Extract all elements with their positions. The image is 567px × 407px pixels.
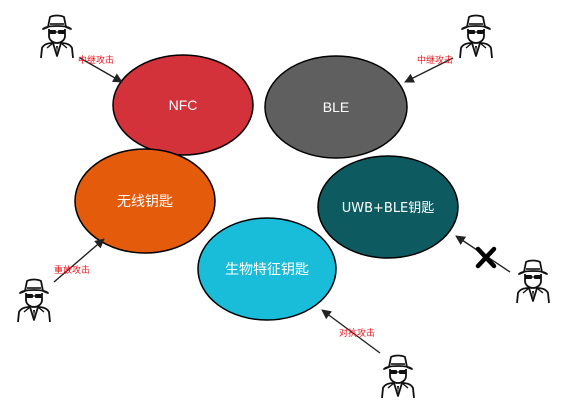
node-biometric-key-label: 生物特征钥匙: [225, 262, 309, 278]
attacker-nfc-icon: [40, 14, 74, 59]
node-uwb-ble-key: UWB+BLE钥匙: [317, 155, 459, 259]
attack-label-replay: 重放攻击: [54, 264, 90, 276]
node-nfc: NFC: [112, 54, 254, 156]
node-biometric-key: 生物特征钥匙: [197, 217, 337, 321]
attacker-ble-icon: [459, 14, 493, 59]
node-wireless-key: 无线钥匙: [74, 148, 216, 254]
node-wireless-key-label: 无线钥匙: [117, 194, 173, 210]
attack-label-relay-nfc: 中继攻击: [78, 54, 114, 66]
arrow-replay: [53, 238, 105, 283]
arrow-adversarial: [321, 309, 381, 354]
arrow-relay-ble: [404, 57, 454, 83]
node-uwb-ble-key-label: UWB+BLE钥匙: [342, 201, 435, 216]
node-nfc-label: NFC: [169, 97, 198, 113]
attacker-replay-icon: [17, 278, 51, 323]
arrow-relay-nfc: [79, 57, 123, 83]
attacker-adversarial-icon: [381, 354, 415, 399]
node-ble: BLE: [264, 55, 408, 159]
blocked-x-icon: [475, 246, 497, 269]
attack-label-adversarial: 对抗攻击: [339, 327, 375, 339]
attacker-uwb-icon: [516, 259, 550, 304]
attack-label-relay-ble: 中继攻击: [417, 54, 453, 66]
node-ble-label: BLE: [323, 99, 349, 115]
